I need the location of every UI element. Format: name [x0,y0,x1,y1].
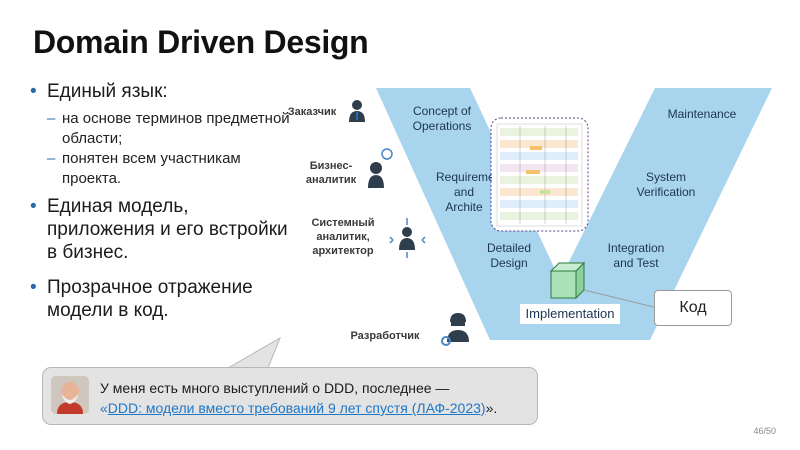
stage-implementation: Implementation [520,304,620,324]
role-developer: Разработчик [350,330,420,342]
page-number: 46/50 [753,426,776,436]
requirements-document-image [490,117,589,232]
v-shape-left-arm [376,88,560,340]
role-business-analyst: Бизнес-аналитик [305,160,357,186]
callout-text: У меня есть много выступлений о DDD, пос… [100,378,530,418]
speaker-avatar [51,376,89,414]
architect-icon [389,218,426,258]
callout-quote-close: ». [485,400,498,416]
ddd-talk-link[interactable]: DDD: модели вместо требований 9 лет спус… [107,400,486,416]
bullet-transparent-code: Прозрачное отражение модели в код. [30,276,290,322]
code-cube-icon [549,261,586,300]
stage-system-verification: System Verification [636,170,696,199]
customer-icon [349,100,365,122]
developer-icon [441,313,469,346]
callout-box: У меня есть много выступлений о DDD, пос… [42,367,538,425]
code-connector-line [583,289,655,308]
role-architect: Системный аналитик, архитектор [311,217,375,257]
bullet-unified-model: Единая модель, приложения и его встройки… [30,195,290,264]
stage-integration-and-test: Integration and Test [607,241,665,270]
code-label-box: Код [654,290,732,326]
stage-requirements: Requireme and Archite [436,170,492,214]
business-analyst-icon [368,148,393,188]
callout-quote-open: « [100,400,108,416]
role-customer: Заказчик [287,106,337,118]
stage-detailed-design: Detailed Design [486,241,532,270]
callout-intro: У меня есть много выступлений о DDD, пос… [100,380,450,396]
callout-pointer [226,336,282,369]
sub-bullet-understood: понятен всем участникам проекта. [30,149,290,189]
bullet-list: Единый язык: на основе терминов предметн… [30,80,290,328]
slide-title: Domain Driven Design [33,24,369,60]
bullet-unified-language: Единый язык: [30,80,290,103]
stage-maintenance: Maintenance [667,107,737,121]
stage-concept-of-operations: Concept of Operations [412,104,472,133]
sub-bullet-terms: на основе терминов предметной области; [30,109,290,149]
